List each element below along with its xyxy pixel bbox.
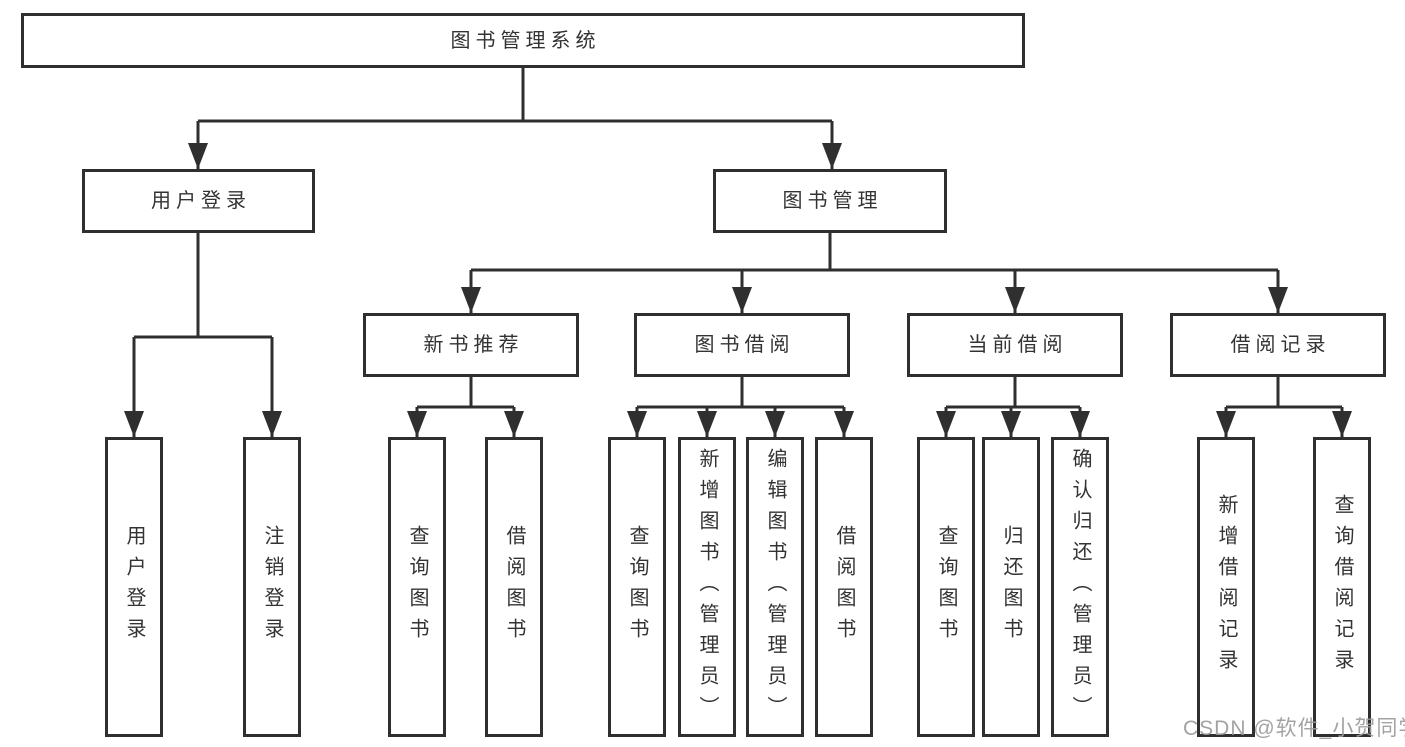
node-root: 图书管理系统 — [21, 13, 1025, 68]
connector-current-split — [946, 377, 1080, 409]
node-leaf-bb-add-book-admin: 新增图书（管理员） — [678, 437, 736, 737]
connector-record-split — [1226, 377, 1342, 409]
node-leaf-logout: 注销登录 — [243, 437, 301, 737]
node-leaf-cb-confirm-return-admin: 确认归还（管理员） — [1051, 437, 1109, 737]
node-borrow-record: 借阅记录 — [1170, 313, 1386, 377]
watermark: CSDN @软件_小贺同学 — [1183, 717, 1405, 740]
node-leaf-rec-query-record: 查询借阅记录 — [1313, 437, 1371, 737]
node-leaf-bb-edit-book-admin: 编辑图书（管理员） — [746, 437, 804, 737]
node-leaf-cb-return-book: 归还图书 — [982, 437, 1040, 737]
node-leaf-newbook-query-book: 查询图书 — [388, 437, 446, 737]
node-current-borrow: 当前借阅 — [907, 313, 1123, 377]
node-book-management: 图书管理 — [713, 169, 947, 233]
node-leaf-rec-add-record: 新增借阅记录 — [1197, 437, 1255, 737]
node-leaf-bb-borrow-book: 借阅图书 — [815, 437, 873, 737]
node-user-login: 用户登录 — [82, 169, 315, 233]
connector-user-split — [134, 233, 272, 339]
connector-mgmt-split — [471, 233, 1278, 272]
node-book-borrow: 图书借阅 — [634, 313, 850, 377]
node-leaf-bb-query-book: 查询图书 — [608, 437, 666, 737]
connector-root-split — [198, 68, 832, 123]
node-leaf-user-login: 用户登录 — [105, 437, 163, 737]
connector-newbook-split — [417, 377, 514, 409]
node-new-book-recommend: 新书推荐 — [363, 313, 579, 377]
node-leaf-cb-query-book: 查询图书 — [917, 437, 975, 737]
node-leaf-newbook-borrow-book: 借阅图书 — [485, 437, 543, 737]
connector-bookborrow-split — [637, 377, 844, 409]
